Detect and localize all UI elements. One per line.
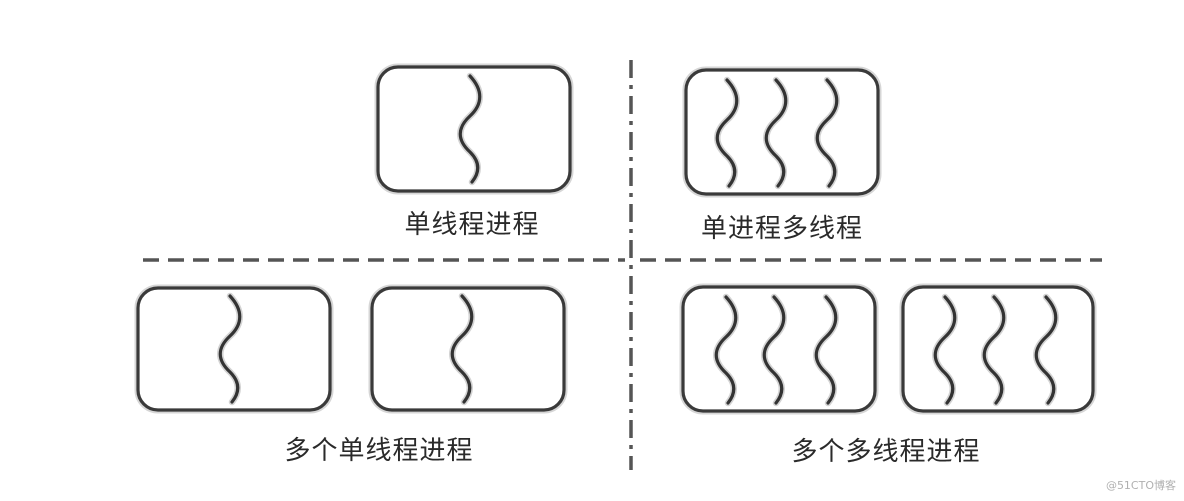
label-multiple-single-thread-processes: 多个单线程进程 [284, 436, 473, 466]
watermark: @51CTO博客 [1106, 478, 1176, 492]
multi-thread-process [679, 283, 879, 415]
multi-thread-process [899, 283, 1097, 415]
single-thread-process [374, 63, 574, 195]
label-single-thread-process: 单线程进程 [404, 210, 539, 240]
label-multiple-multi-thread-processes: 多个多线程进程 [791, 437, 980, 467]
single-thread-process [368, 284, 568, 414]
single-thread-process [134, 284, 334, 414]
label-single-process-multi-thread: 单进程多线程 [701, 214, 863, 244]
multi-thread-process [682, 66, 882, 198]
